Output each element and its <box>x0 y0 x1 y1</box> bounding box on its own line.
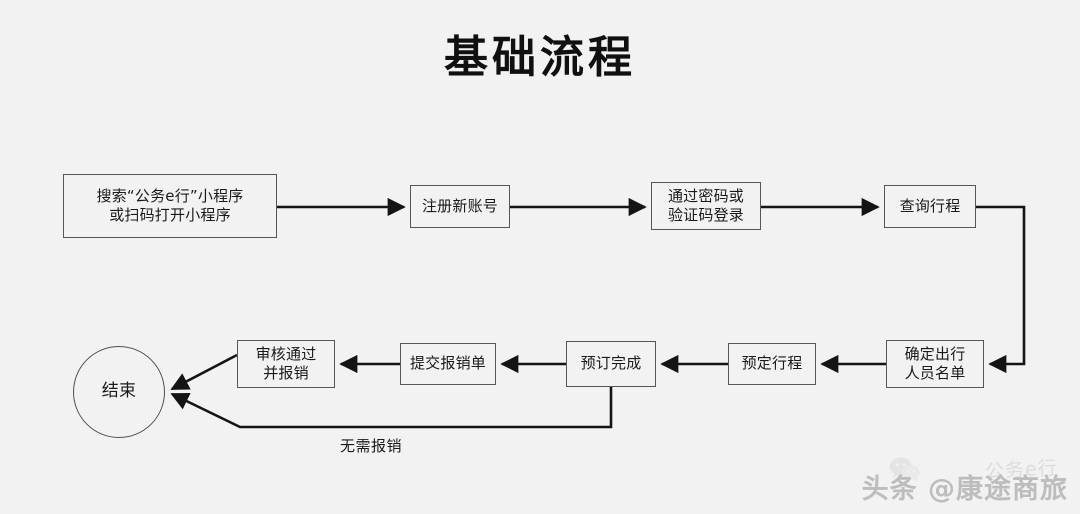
node-confirm-travelers[interactable]: 确定出行 人员名单 <box>886 340 984 388</box>
node-end[interactable]: 结束 <box>73 346 165 438</box>
node-submit-expense-form[interactable]: 提交报销单 <box>400 343 496 385</box>
edge-label-no-reimbursement: 无需报销 <box>340 437 403 455</box>
edge-n4-n5 <box>976 205 1026 374</box>
node-query-itinerary[interactable]: 查询行程 <box>884 185 976 228</box>
node-book-itinerary[interactable]: 预定行程 <box>728 343 816 385</box>
node-search-miniprogram[interactable]: 搜索“公务e行”小程序 或扫码打开小程序 <box>63 174 277 238</box>
page-title: 基础流程 <box>444 32 636 83</box>
node-approved-and-reimbursed[interactable]: 审核通过 并报销 <box>237 340 335 388</box>
edge-n7-n10-no-reimbursement <box>170 387 613 429</box>
node-booking-complete[interactable]: 预订完成 <box>566 341 656 387</box>
node-login[interactable]: 通过密码或 验证码登录 <box>651 182 761 230</box>
node-register-account[interactable]: 注册新账号 <box>410 185 510 228</box>
edge-n9-n10 <box>170 353 238 391</box>
